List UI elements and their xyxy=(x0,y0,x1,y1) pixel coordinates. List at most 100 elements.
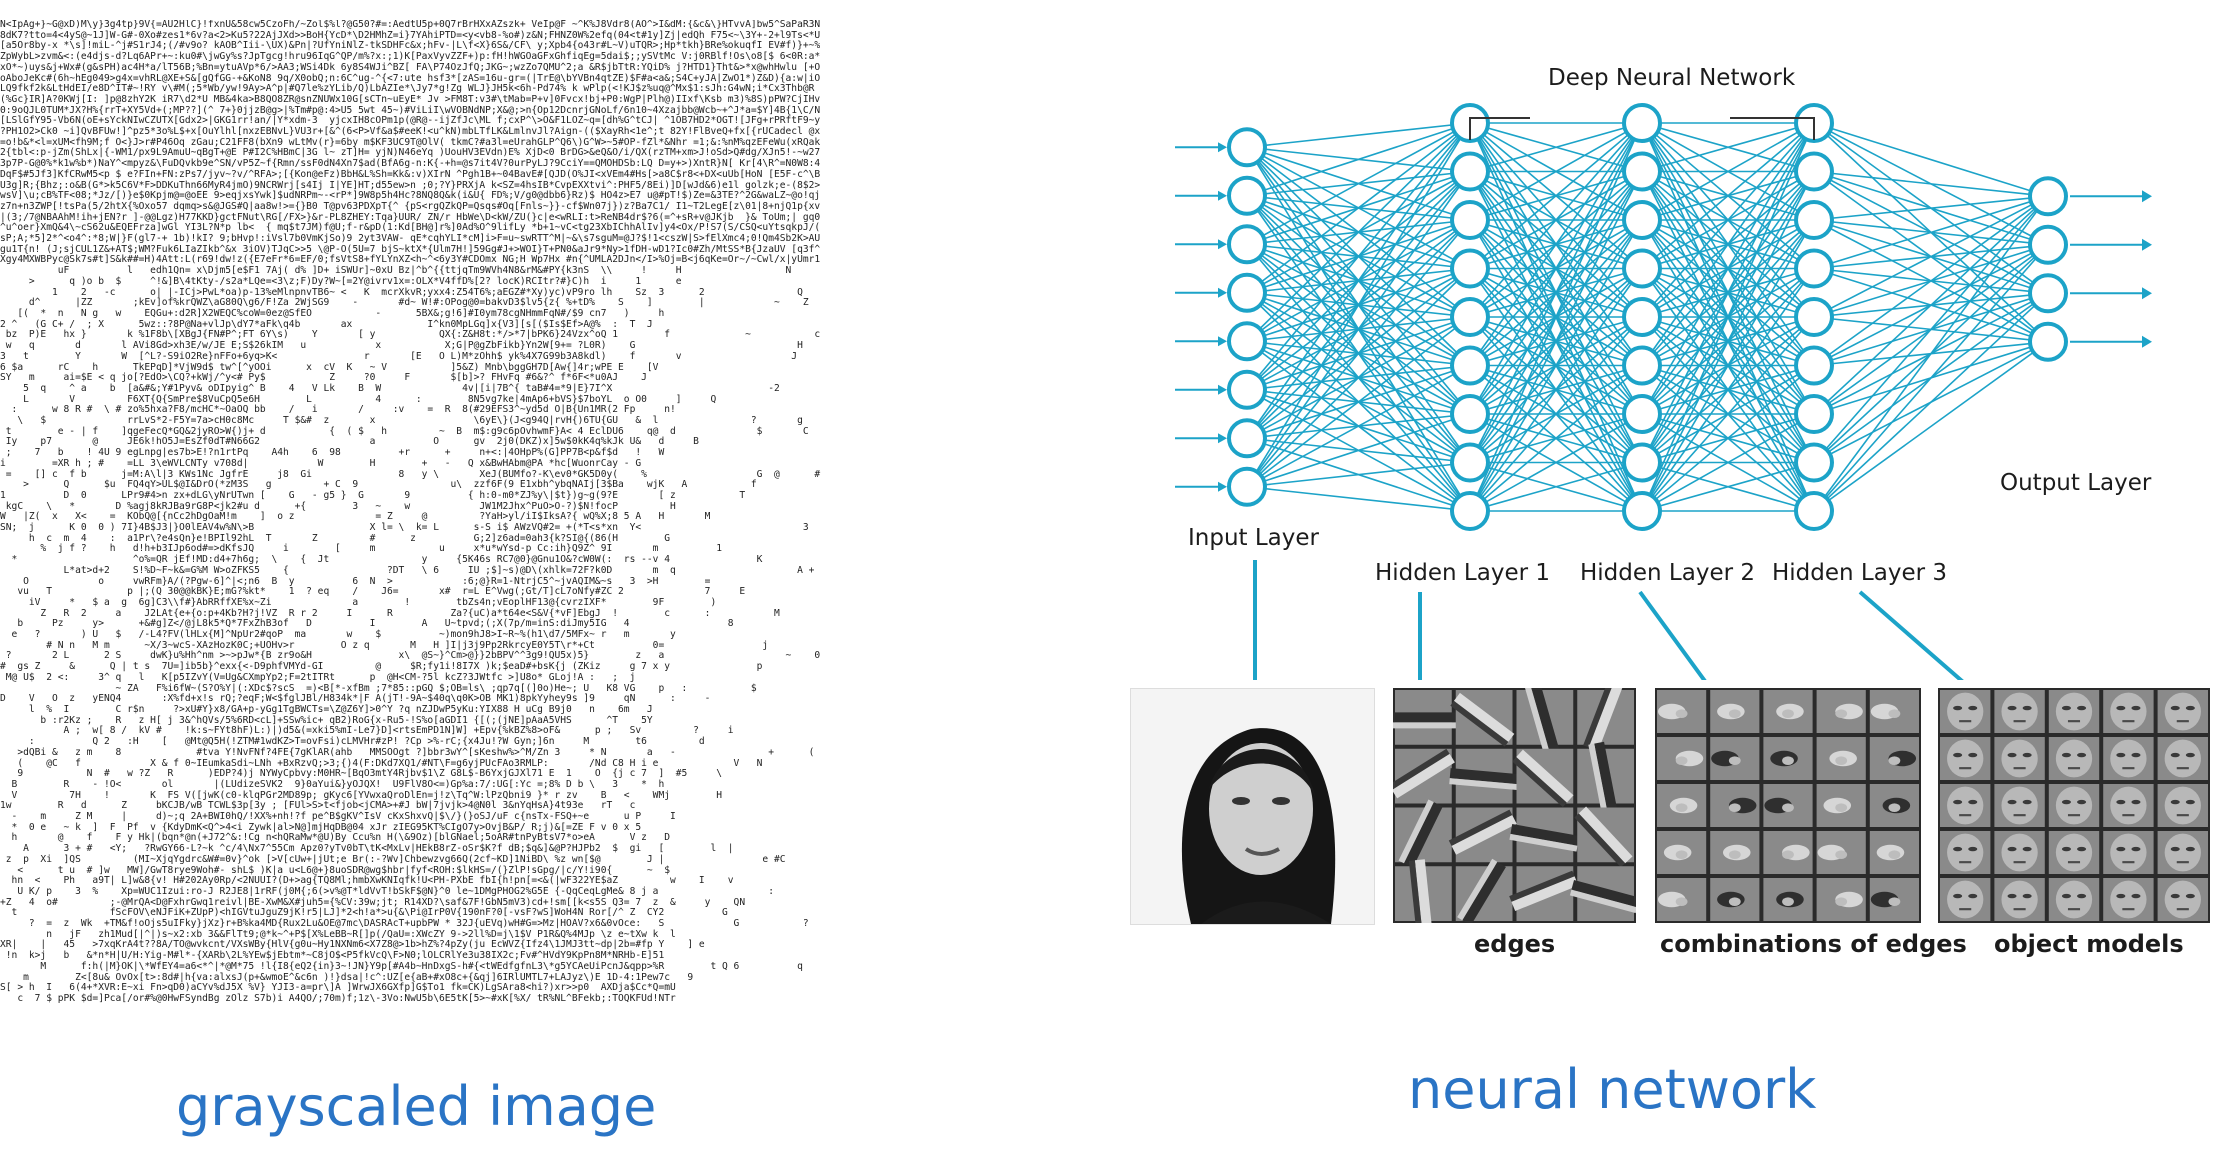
caption-edges: edges xyxy=(1474,930,1555,958)
arrow-head xyxy=(2142,239,2152,251)
connection-line xyxy=(1247,463,1470,487)
feature-tile xyxy=(1817,784,1866,827)
layer-label: Hidden Layer 1 xyxy=(1375,560,1550,586)
feature-tile xyxy=(1517,688,1574,753)
neuron-node xyxy=(2030,227,2066,263)
connection-line xyxy=(1814,196,2048,414)
neuron-node xyxy=(1796,202,1832,238)
neuron-node xyxy=(1624,348,1660,384)
feature-tile xyxy=(1710,737,1759,780)
layer-label: Input Layer xyxy=(1188,525,1320,551)
feature-tile xyxy=(2103,690,2153,733)
neuron-node xyxy=(2030,275,2066,311)
connection-line xyxy=(1247,172,1470,487)
feature-tile xyxy=(2049,831,2099,874)
neuron-node xyxy=(1452,154,1488,190)
connection-line xyxy=(1247,123,1470,341)
feature-tile xyxy=(1509,808,1579,863)
edges-feature-grid xyxy=(1393,688,1636,923)
connection-line xyxy=(1247,317,1470,487)
feature-tile xyxy=(2103,878,2153,921)
arrow-head xyxy=(1218,336,1227,346)
neuron-node xyxy=(1452,251,1488,287)
feature-tile xyxy=(2158,784,2208,827)
feature-tile xyxy=(1456,859,1513,923)
feature-tile xyxy=(1512,749,1573,807)
arrow-head xyxy=(2142,336,2152,348)
pointer-line xyxy=(1860,592,1970,680)
neuron-node xyxy=(1229,420,1265,456)
neuron-node xyxy=(1229,372,1265,408)
connection-line xyxy=(1814,196,2048,220)
caption-combinations-of-edges: combinations of edges xyxy=(1660,930,1967,958)
arrow-head xyxy=(1218,385,1227,395)
feature-tile xyxy=(2049,878,2099,921)
neuron-node xyxy=(1796,396,1832,432)
ascii-text: N<IpAg+}~G@xD)M\y}3g4tp}9V{=AU2HlC}!fxnU… xyxy=(0,20,840,1005)
neuron-node xyxy=(1452,396,1488,432)
neuron-node xyxy=(1796,348,1832,384)
feature-tile xyxy=(1817,737,1866,780)
connection-line xyxy=(1814,196,2048,462)
feature-tile xyxy=(1574,807,1634,868)
feature-tile xyxy=(1449,808,1517,863)
arrow-head xyxy=(1218,482,1227,492)
arrow-head xyxy=(1218,433,1227,443)
feature-tile xyxy=(1870,690,1919,733)
pointer-line xyxy=(1640,592,1710,680)
feature-tile xyxy=(1940,737,1990,780)
connection-line xyxy=(1814,196,2048,511)
arrow-head xyxy=(1218,239,1227,249)
feature-tile xyxy=(1870,784,1919,827)
arrow-head xyxy=(1218,191,1227,201)
connection-line xyxy=(1247,414,1470,487)
feature-tile xyxy=(1657,690,1706,733)
connection-line xyxy=(1814,196,2048,365)
feature-tile xyxy=(2049,737,2099,780)
feature-tile xyxy=(1763,831,1812,874)
feature-tile xyxy=(1710,831,1759,874)
combinations-feature-grid xyxy=(1655,688,1921,923)
layer-label: Output Layer xyxy=(2000,470,2152,496)
connection-line xyxy=(1247,123,1470,438)
feature-tile xyxy=(1449,749,1518,804)
feature-tile xyxy=(1940,690,1990,733)
connection-line xyxy=(1247,123,1470,293)
feature-tile xyxy=(1570,866,1636,921)
feature-tile xyxy=(1763,878,1812,921)
feature-tile xyxy=(1994,737,2044,780)
feature-tile xyxy=(1657,831,1706,874)
neuron-node xyxy=(1796,493,1832,529)
neuron-node xyxy=(1229,226,1265,262)
feature-tile xyxy=(1994,784,2044,827)
feature-tile xyxy=(2158,690,2208,733)
connection-line xyxy=(1814,196,2048,268)
neuron-node xyxy=(1452,493,1488,529)
caption-neural-network: neural network xyxy=(1408,1058,1816,1121)
feature-tile xyxy=(2103,831,2153,874)
neuron-node xyxy=(1624,445,1660,481)
feature-tile xyxy=(1710,690,1759,733)
feature-tile xyxy=(1395,859,1452,923)
feature-tile xyxy=(1870,737,1919,780)
neuron-node xyxy=(1624,105,1660,141)
neuron-node xyxy=(1796,154,1832,190)
neuron-node xyxy=(1229,275,1265,311)
connection-line xyxy=(1247,487,1470,511)
neuron-node xyxy=(1452,348,1488,384)
arrow-head xyxy=(2142,287,2152,299)
feature-tile xyxy=(2158,737,2208,780)
feature-tile xyxy=(1870,831,1919,874)
feature-tile xyxy=(1940,878,1990,921)
connection-line xyxy=(1247,123,1470,487)
neuron-node xyxy=(1624,202,1660,238)
arrow-head xyxy=(2142,190,2152,202)
diagram-title: Deep Neural Network xyxy=(1548,65,1796,91)
feature-tile xyxy=(1994,878,2044,921)
neuron-node xyxy=(1624,154,1660,190)
ascii-art-image: N<IpAg+}~G@xD)M\y}3g4tp}9V{=AU2HlC}!fxnU… xyxy=(0,20,840,1010)
layer-label: Hidden Layer 3 xyxy=(1772,560,1947,586)
connection-line xyxy=(1814,172,2048,197)
connection-line xyxy=(1814,123,2048,196)
